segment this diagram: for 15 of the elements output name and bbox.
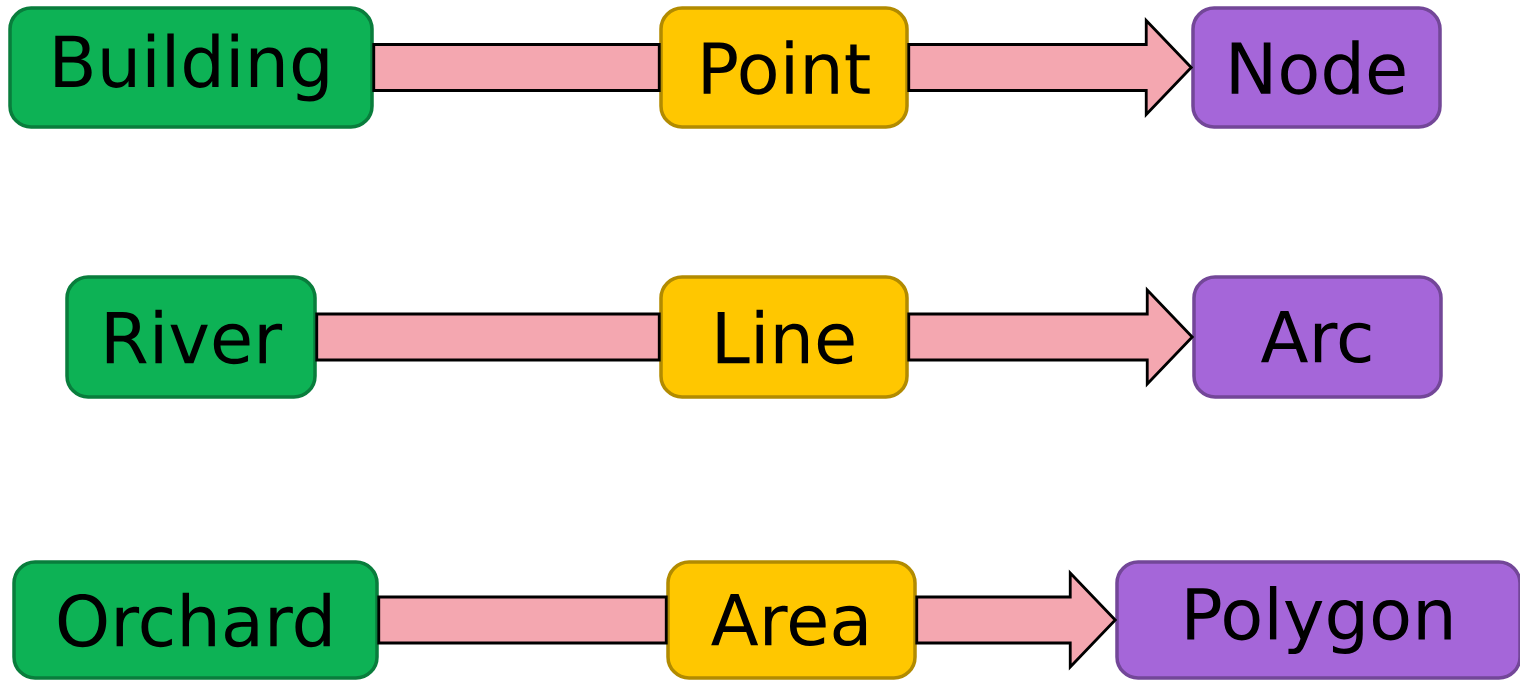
block-arrow [907,17,1194,118]
type-box: Area [666,560,917,680]
category-box: Building [8,6,374,129]
element-box: Arc [1192,275,1443,399]
block-arrow [915,569,1118,671]
block-arrow [907,286,1195,388]
category-box: River [65,275,317,399]
arrow-shaft [372,43,661,92]
element-box: Polygon [1115,560,1520,680]
type-box: Line [659,275,909,399]
element-box: Node [1191,6,1442,129]
arrow-shaft [377,595,668,645]
arrow-shaft [315,312,661,362]
category-box: Orchard [12,560,379,680]
type-box: Point [659,6,909,129]
